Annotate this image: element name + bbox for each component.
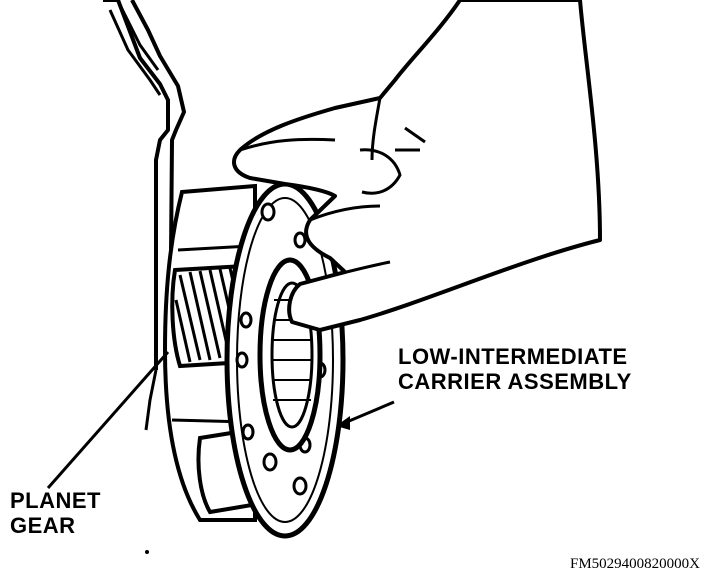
carrier-leader-arrowhead (336, 416, 350, 430)
carrier-assembly-label: LOW-INTERMEDIATE CARRIER ASSEMBLY (398, 344, 632, 394)
carrier-label-line2: CARRIER ASSEMBLY (398, 369, 632, 394)
leader-lines (46, 351, 395, 489)
hand (232, 0, 602, 332)
figure-code: FM5029400820000X (569, 556, 700, 572)
planet-label-line1: PLANET (10, 488, 101, 513)
planet-gear-leader (46, 351, 170, 489)
carrier-label-line1: LOW-INTERMEDIATE (398, 344, 628, 369)
planet-gear-label: PLANET GEAR (10, 488, 101, 538)
planet-label-line2: GEAR (10, 513, 76, 538)
carrier-front-flange (224, 181, 346, 539)
stray-dot (145, 550, 149, 554)
carrier-leader (341, 400, 395, 426)
